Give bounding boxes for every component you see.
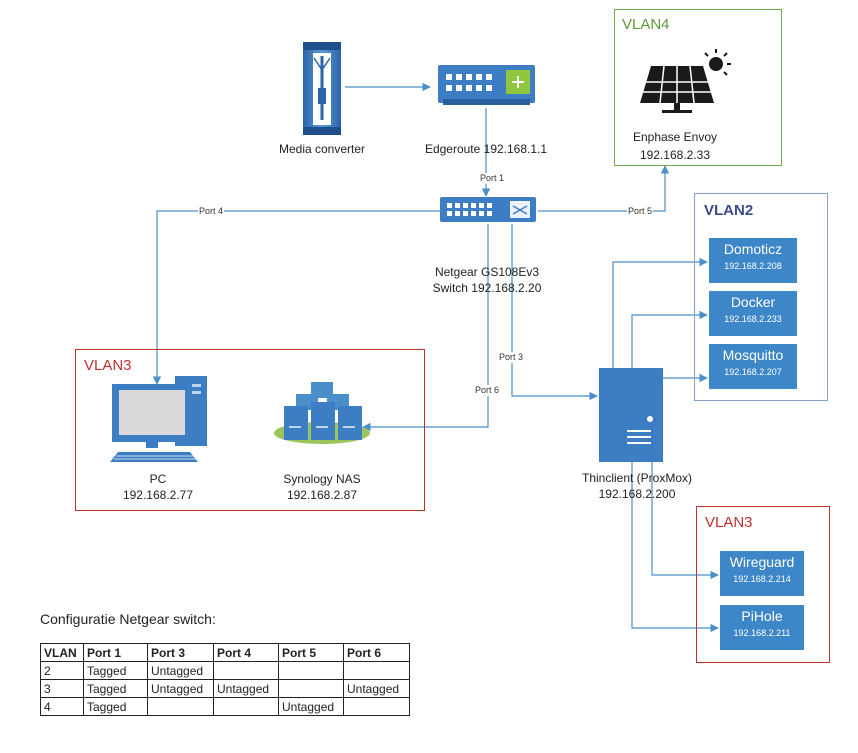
service-mosquitto-name: Mosquitto bbox=[722, 347, 784, 363]
port-6-label: Port 6 bbox=[474, 385, 501, 396]
pc-label-line1: PC bbox=[149, 472, 167, 486]
vlan3-right-title: VLAN3 bbox=[705, 514, 753, 531]
pc-label-line2: 192.168.2.77 bbox=[122, 488, 194, 502]
table-cell: Untagged bbox=[343, 679, 410, 698]
config-header-cell: VLAN bbox=[40, 643, 84, 662]
table-cell: Tagged bbox=[83, 679, 148, 698]
config-title: Configuratie Netgear switch: bbox=[40, 611, 216, 627]
config-header-cell: Port 5 bbox=[278, 643, 344, 662]
pc-icon bbox=[110, 376, 207, 462]
port-1-label: Port 1 bbox=[479, 173, 506, 184]
table-cell bbox=[213, 697, 279, 716]
table-cell: Untagged bbox=[213, 679, 279, 698]
table-cell bbox=[343, 661, 410, 680]
vlan3-right-box bbox=[696, 506, 830, 663]
nas-icon bbox=[274, 382, 370, 444]
table-cell bbox=[213, 661, 279, 680]
link-thin-pihole bbox=[631, 462, 719, 633]
nas-label-line2: 192.168.2.87 bbox=[286, 488, 358, 502]
port-4-label: Port 4 bbox=[198, 206, 225, 217]
thinclient-icon bbox=[599, 368, 663, 462]
thinclient-label-line1: Thinclient (ProxMox) bbox=[581, 471, 693, 485]
config-header-cell: Port 4 bbox=[213, 643, 279, 662]
service-wireguard-ip: 192.168.2.214 bbox=[733, 574, 791, 584]
table-cell bbox=[147, 697, 214, 716]
config-header-cell: Port 1 bbox=[83, 643, 148, 662]
config-header-cell: Port 3 bbox=[147, 643, 214, 662]
table-cell: Tagged bbox=[83, 661, 148, 680]
table-cell bbox=[343, 697, 410, 716]
table-cell: 3 bbox=[40, 679, 84, 698]
edgerouter-label: Edgeroute 192.168.1.1 bbox=[424, 142, 548, 156]
port-5-label: Port 5 bbox=[627, 206, 654, 217]
service-wireguard: Wireguard 192.168.2.214 bbox=[720, 551, 804, 596]
table-cell: Tagged bbox=[83, 697, 148, 716]
config-header-cell: Port 6 bbox=[343, 643, 410, 662]
switch-label-line2: Switch 192.168.2.20 bbox=[432, 281, 542, 295]
service-mosquitto-ip: 192.168.2.207 bbox=[724, 367, 782, 377]
service-domoticz-name: Domoticz bbox=[723, 241, 783, 257]
service-docker-ip: 192.168.2.233 bbox=[724, 314, 782, 324]
link-switch-nas bbox=[362, 224, 489, 432]
switch-label-line1: Netgear GS108Ev3 bbox=[434, 265, 540, 279]
table-cell: Untagged bbox=[278, 697, 344, 716]
table-row: 2 Tagged Untagged bbox=[40, 661, 410, 680]
switch-icon bbox=[440, 197, 536, 222]
vlan2-box bbox=[694, 193, 828, 401]
thinclient-label-line2: 192.168.2.200 bbox=[598, 487, 676, 501]
table-cell: Untagged bbox=[147, 661, 214, 680]
link-switch-thinclient bbox=[511, 224, 598, 401]
port-3-label: Port 3 bbox=[498, 352, 525, 363]
service-docker: Docker 192.168.2.233 bbox=[709, 291, 797, 336]
service-domoticz-ip: 192.168.2.208 bbox=[724, 261, 782, 271]
vlan4-title: VLAN4 bbox=[622, 16, 670, 33]
nas-label-line1: Synology NAS bbox=[283, 472, 361, 486]
enphase-label-line1: Enphase Envoy bbox=[632, 130, 718, 144]
table-cell: 4 bbox=[40, 697, 84, 716]
config-table: VLAN Port 1 Port 3 Port 4 Port 5 Port 6 … bbox=[40, 643, 410, 716]
link-switch-enphase bbox=[538, 165, 670, 212]
vlan3-left-box bbox=[75, 349, 425, 511]
table-row: 3 Tagged Untagged Untagged Untagged bbox=[40, 679, 410, 698]
media-converter-label: Media converter bbox=[278, 142, 366, 156]
service-docker-name: Docker bbox=[730, 294, 776, 310]
vlan2-title: VLAN2 bbox=[704, 202, 754, 219]
link-thin-docker bbox=[631, 310, 708, 368]
link-thin-domoticz bbox=[612, 257, 708, 368]
vlan3-left-title: VLAN3 bbox=[84, 357, 132, 374]
link-switch-pc bbox=[152, 210, 440, 385]
table-cell bbox=[278, 679, 344, 698]
table-cell bbox=[278, 661, 344, 680]
media-converter-icon bbox=[303, 42, 341, 135]
edgerouter-icon bbox=[438, 65, 535, 105]
service-pihole-name: PiHole bbox=[741, 608, 783, 624]
enphase-label-line2: 192.168.2.33 bbox=[639, 148, 711, 162]
service-domoticz: Domoticz 192.168.2.208 bbox=[709, 238, 797, 283]
vlan4-box bbox=[614, 9, 782, 166]
config-header-row: VLAN Port 1 Port 3 Port 4 Port 5 Port 6 bbox=[40, 643, 410, 662]
table-row: 4 Tagged Untagged bbox=[40, 697, 410, 716]
service-pihole-ip: 192.168.2.211 bbox=[733, 628, 791, 638]
table-cell: Untagged bbox=[147, 679, 214, 698]
service-mosquitto: Mosquitto 192.168.2.207 bbox=[709, 344, 797, 389]
service-wireguard-name: Wireguard bbox=[729, 554, 795, 570]
solar-panel-icon bbox=[640, 49, 731, 113]
table-cell: 2 bbox=[40, 661, 84, 680]
service-pihole: PiHole 192.168.2.211 bbox=[720, 605, 804, 650]
